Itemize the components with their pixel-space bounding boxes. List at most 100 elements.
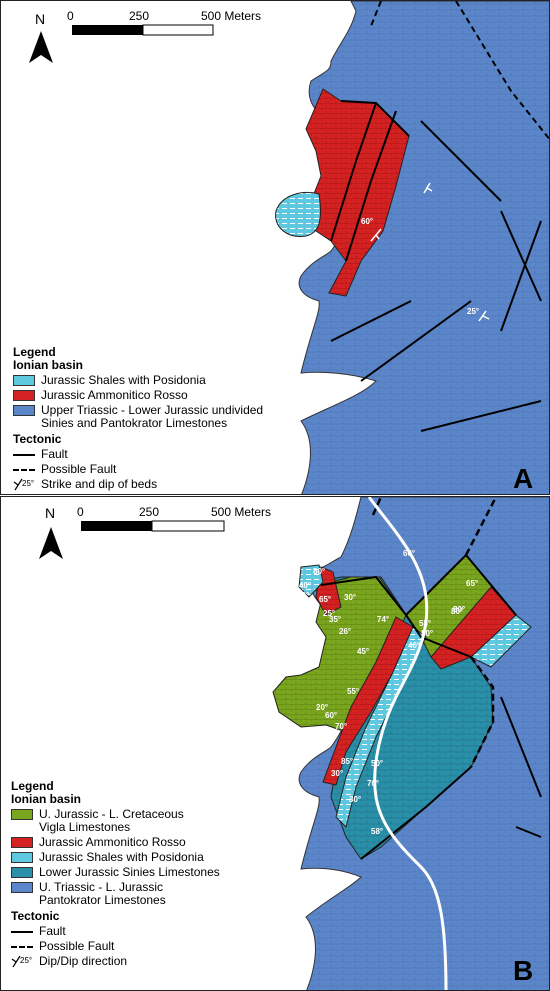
dip-label: 80° (453, 605, 466, 614)
legend-label: U. Triassic - L. Jurassic Pantokrator Li… (39, 880, 166, 907)
scale-bar-black (81, 521, 152, 531)
legend-item: 25° Strike and dip of beds (13, 477, 313, 494)
north-label: N (35, 11, 46, 27)
dip-label: 58° (371, 827, 384, 836)
dip-label: 85° (341, 757, 354, 766)
dip-label: 30° (331, 769, 344, 778)
fault-line-icon (13, 448, 35, 459)
north-arrow-icon (29, 31, 53, 63)
dip-label: 60° (361, 217, 374, 226)
scale-label-0: 0 (67, 9, 74, 23)
legend-swatch (11, 882, 33, 893)
tectonic-title: Tectonic (13, 432, 62, 446)
dip-label: 25° (467, 307, 480, 316)
legend-swatch (11, 809, 33, 820)
panel-letter-a: A (513, 463, 534, 494)
possible-faults-a (370, 1, 549, 141)
legend-item: Jurassic Shales with Posidonia (11, 851, 311, 864)
faults-a (330, 100, 542, 432)
legend-label: Fault (41, 447, 68, 461)
posidonia-shale-area (275, 191, 321, 237)
dip-label: 40° (299, 581, 312, 590)
possible-faults-b (371, 497, 498, 768)
legend-swatch (13, 390, 35, 401)
legend-item: Jurassic Ammonitico Rosso (13, 389, 313, 402)
scale-label-500: 500 Meters (211, 505, 272, 519)
road-line (367, 497, 448, 990)
legend-swatch (11, 867, 33, 878)
north-label: N (45, 505, 56, 521)
dip-label: 80° (313, 567, 326, 576)
dip-label: 60° (325, 711, 338, 720)
legend-item: Fault (13, 448, 313, 461)
dip-label: 60° (403, 549, 416, 558)
legend-item: Upper Triassic - Lower Jurassic undivide… (13, 404, 313, 430)
strike-dip-icon: 25° (13, 478, 35, 494)
legend-label: Dip/Dip direction (39, 954, 128, 968)
legend-item: U. Jurassic - L. Cretaceous Vigla Limest… (11, 808, 311, 834)
legend-item: Fault (11, 925, 311, 938)
posidonia-shale-area (470, 614, 532, 668)
panel-letter-b: B (513, 955, 534, 986)
legend-label: Fault (39, 924, 66, 938)
legend-label: Jurassic Shales with Posidonia (41, 373, 206, 387)
legend-item: Possible Fault (13, 463, 313, 476)
dip-label: 65° (319, 595, 332, 604)
legend-title: Legend (13, 345, 56, 359)
dip-value: 25° (20, 956, 33, 965)
legend-label: Upper Triassic - Lower Jurassic undivide… (41, 403, 264, 430)
dip-label: 26° (339, 627, 352, 636)
legend-item: 25° Dip/Dip direction (11, 955, 311, 968)
strike-dip-value: 25° (22, 479, 35, 488)
possible-fault-line-icon (11, 940, 33, 951)
legend-swatch (13, 405, 35, 416)
map-panel-a: N 0 250 500 Meters 60° 25° Legend Ionian… (0, 0, 550, 495)
legend-item: Jurassic Ammonitico Rosso (11, 836, 311, 849)
tectonic-title: Tectonic (11, 909, 60, 923)
legend-swatch (11, 852, 33, 863)
legend-item: Lower Jurassic Sinies Limestones (11, 866, 311, 879)
dip-label: 55° (347, 687, 360, 696)
geologic-map-b (39, 497, 549, 990)
legend-label: Strike and dip of beds (41, 477, 158, 491)
legend-item: U. Triassic - L. Jurassic Pantokrator Li… (11, 881, 311, 907)
legend-label: Possible Fault (41, 462, 117, 476)
legend-item: Possible Fault (11, 940, 311, 953)
dip-label: 50° (421, 629, 434, 638)
dip-label: 80° (451, 607, 464, 616)
legend-label: Jurassic Ammonitico Rosso (39, 835, 186, 849)
dip-label: 40° (297, 591, 310, 600)
dip-label: 35° (329, 615, 342, 624)
dip-label: 70° (367, 779, 380, 788)
dip-label: 74° (377, 615, 390, 624)
scale-label-500: 500 Meters (201, 9, 262, 23)
dip-label: 25° (323, 609, 336, 618)
legend-label: U. Jurassic - L. Cretaceous Vigla Limest… (39, 807, 184, 834)
scale-label-250: 250 (129, 9, 150, 23)
dip-label: 70° (335, 722, 348, 731)
legend-label: Jurassic Ammonitico Rosso (41, 388, 188, 402)
dip-label: 20° (316, 703, 329, 712)
dip-label: 40° (408, 641, 421, 650)
fault-line-icon (11, 925, 33, 936)
possible-fault-line-icon (13, 463, 35, 474)
dip-label: 58° (419, 619, 432, 628)
posidonia-shale-area (298, 564, 324, 598)
legend-subtitle: Ionian basin (11, 792, 82, 806)
legend-label: Lower Jurassic Sinies Limestones (39, 865, 220, 879)
geologic-map-a (29, 1, 549, 494)
dip-label: 65° (466, 579, 479, 588)
map-panel-b: N 0 250 500 Meters 60° 65° 80° 74° 30° 4… (0, 496, 550, 991)
scale-bar-white (151, 520, 225, 532)
legend-swatch (11, 837, 33, 848)
dip-label: 50° (371, 759, 384, 768)
legend-subtitle: Ionian basin (13, 358, 84, 372)
legend-a: Legend Ionian basin Jurassic Shales with… (13, 345, 313, 494)
dip-label: 45° (357, 647, 370, 656)
north-arrow-icon (39, 527, 63, 559)
legend-swatch (13, 375, 35, 386)
legend-item: Jurassic Shales with Posidonia (13, 374, 313, 387)
dip-label: 30° (344, 593, 357, 602)
scale-label-0: 0 (77, 505, 84, 519)
legend-b: Legend Ionian basin U. Jurassic - L. Cre… (11, 780, 311, 968)
